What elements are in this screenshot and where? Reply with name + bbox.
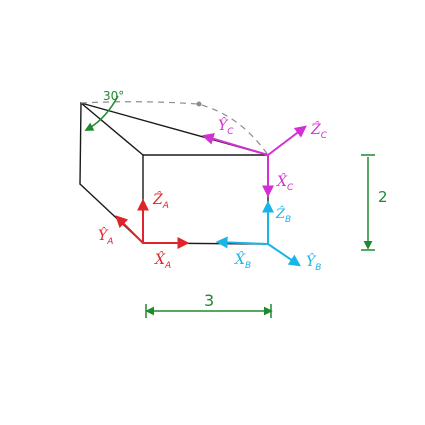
hidden-line-dot — [196, 101, 202, 107]
frame-b-y-arrow — [267, 243, 301, 267]
frame-b: ẐB X̂B ŶB — [215, 200, 321, 273]
frame-c-z-label: ẐC — [310, 120, 328, 141]
frame-a-y-arrow — [115, 215, 144, 244]
frame-c-x-label: X̂C — [276, 172, 294, 193]
frame-a-x-label: X̂A — [154, 250, 171, 271]
frame-b-y-label: ŶB — [306, 252, 321, 273]
height-dimension: 2 — [361, 154, 388, 251]
width-dimension-label: 3 — [204, 291, 214, 310]
frame-c: ẐC X̂C ŶC — [201, 116, 328, 198]
wedge-left-slope-edge — [80, 102, 144, 156]
frame-c-y-arrow — [201, 132, 269, 156]
wedge-back-vertical-edge — [79, 102, 82, 185]
height-dimension-label: 2 — [378, 188, 388, 206]
frame-b-z-label: ẐB — [275, 206, 291, 225]
frame-a-z-label: ẐA — [152, 190, 169, 211]
frame-b-x-arrow — [215, 236, 269, 249]
frame-c-y-label: ŶC — [218, 116, 234, 137]
angle-arc — [84, 95, 119, 131]
frame-b-x-label: X̂B — [234, 250, 251, 271]
angle-label: 30° — [103, 89, 124, 103]
frame-a-y-label: ŶA — [98, 226, 113, 247]
wedge-outline — [79, 102, 269, 245]
frame-a: ẐA ŶA X̂A — [98, 190, 190, 271]
frame-c-z-arrow — [267, 125, 307, 156]
width-dimension: 3 — [145, 291, 273, 318]
